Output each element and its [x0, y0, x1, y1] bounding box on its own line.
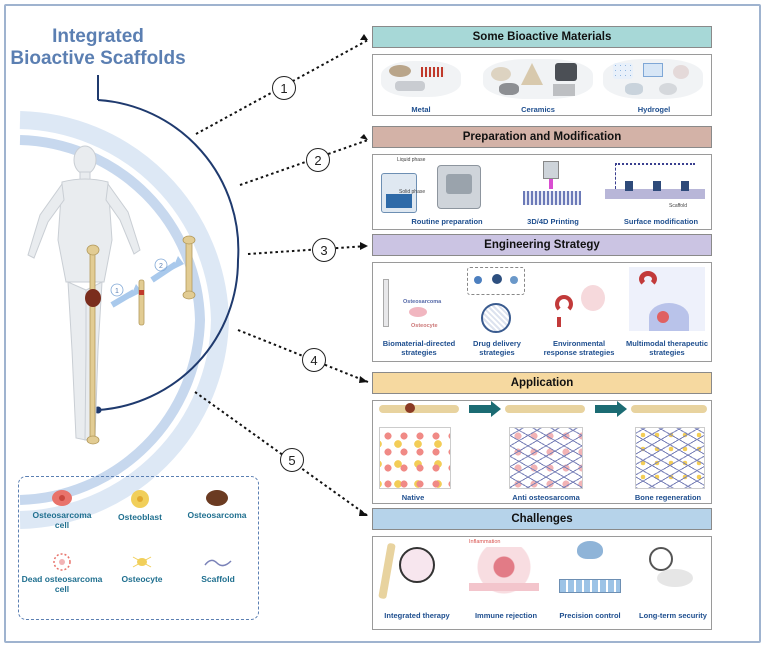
- step-circle-3: 3: [312, 238, 336, 262]
- caption-routine-preparation: Routine preparation: [411, 217, 483, 226]
- drug-box-illustration: [467, 267, 525, 295]
- surface-modification-illustration: [605, 159, 705, 207]
- ceramics-samples: [483, 59, 593, 99]
- caption-drug-delivery: Drug delivery strategies: [473, 339, 521, 357]
- legend-osteosarcoma: Osteosarcoma: [179, 489, 255, 520]
- legend-box: Osteosarcoma cell Osteoblast Osteosarcom…: [18, 476, 259, 620]
- solid-phase-label: Solid phase: [399, 189, 426, 195]
- panel-header-engineering: Engineering Strategy: [372, 234, 712, 256]
- bone-treated: [505, 405, 585, 413]
- bone-regenerated: [631, 405, 707, 413]
- main-arc: [97, 99, 240, 411]
- caption-integrated-therapy: Integrated therapy: [384, 611, 450, 620]
- scaffold-rod-illustration: [383, 279, 389, 327]
- osteosarcoma-icon: [206, 490, 228, 506]
- immune-illustration: [469, 547, 539, 597]
- human-body-figure: [27, 145, 141, 441]
- panel-body-application: Native Anti osteosarcoma Bone regenerati…: [372, 400, 712, 504]
- bone-regeneration-box: [635, 427, 705, 489]
- panel-body-preparation: Liquid phase Solid phase Scaffold Routin…: [372, 154, 712, 230]
- step-circle-4: 4: [302, 348, 326, 372]
- bone-native: [379, 405, 459, 413]
- caption-biomaterial-directed: Biomaterial-directed strategies: [382, 339, 456, 357]
- caption-environmental-response: Environmental response strategies: [543, 339, 615, 357]
- caption-multimodal-therapeutic: Multimodal therapeutic strategies: [625, 339, 709, 357]
- native-cells-box: [379, 427, 451, 489]
- inflammation-label: Inflammation: [469, 539, 501, 545]
- arrowhead-1: [491, 401, 501, 417]
- legend-dead-osteosarcoma-cell: Dead osteosarcoma cell: [19, 553, 105, 594]
- figure-frame: [4, 4, 761, 643]
- magnifier-illustration: [399, 547, 435, 583]
- scaffold-icon: [204, 559, 232, 567]
- cell-illustration: [409, 307, 427, 317]
- panel-engineering-strategy: Engineering Strategy Osteosarcoma Osteoc…: [372, 234, 712, 362]
- panel-header-materials: Some Bioactive Materials: [372, 26, 712, 48]
- legend-osteoblast: Osteoblast: [105, 489, 175, 522]
- machine-illustration: [437, 165, 481, 209]
- connector-3: [247, 245, 369, 255]
- step-circle-1: 1: [272, 76, 296, 100]
- caption-metal: Metal: [411, 105, 431, 114]
- caption-precision-control: Precision control: [559, 611, 621, 620]
- liquid-phase-label: Liquid phase: [397, 157, 426, 163]
- osteocyte-label: Osteocyte: [411, 323, 438, 329]
- caption-native: Native: [401, 493, 425, 502]
- caption-immune-rejection: Immune rejection: [474, 611, 538, 620]
- leg-bone-with-tumor: [85, 244, 101, 445]
- step-circle-5: 5: [280, 448, 304, 472]
- panel-bioactive-materials: Some Bioactive Materials Metal Ceramics …: [372, 26, 712, 116]
- multimodal-illustration: [629, 267, 705, 331]
- dead-osteosarcoma-cell-icon: [53, 553, 71, 571]
- panel-challenges: Challenges Inflammation Integrated thera…: [372, 508, 712, 630]
- arrowhead-2: [617, 401, 627, 417]
- caption-long-term-security: Long-term security: [639, 611, 707, 620]
- printer-illustration: [523, 161, 581, 207]
- osteoblast-icon: [131, 490, 149, 508]
- legend-scaffold: Scaffold: [183, 553, 253, 584]
- nanoparticle-illustration: [481, 303, 511, 333]
- panel-preparation: Preparation and Modification Liquid phas…: [372, 126, 712, 230]
- arrow-2: [595, 405, 617, 413]
- panel-body-engineering: Osteosarcoma Osteocyte Biomaterial-direc…: [372, 262, 712, 362]
- environmental-illustration: [549, 277, 609, 327]
- osteocyte-icon: [132, 556, 152, 568]
- mouse-illustration: [643, 543, 703, 593]
- step-circle-2: 2: [306, 148, 330, 172]
- caption-bone-regeneration: Bone regeneration: [634, 493, 702, 502]
- caption-surface-modification: Surface modification: [623, 217, 699, 226]
- healed-bone: [182, 235, 196, 300]
- legend-osteocyte: Osteocyte: [107, 553, 177, 584]
- arrow-1: [469, 405, 491, 413]
- panel-header-challenges: Challenges: [372, 508, 712, 530]
- treated-bone: [138, 279, 145, 326]
- osteosarcoma-label: Osteosarcoma: [403, 299, 442, 305]
- progress-arrows: [110, 256, 184, 308]
- metal-samples: [381, 61, 461, 97]
- connector-4: [237, 329, 369, 383]
- panel-header-preparation: Preparation and Modification: [372, 126, 712, 148]
- panel-body-challenges: Inflammation Integrated therapy Immune r…: [372, 536, 712, 630]
- precision-illustration: [555, 541, 625, 597]
- panel-body-materials: Metal Ceramics Hydrogel: [372, 54, 712, 116]
- outer-glow-arc: [19, 111, 230, 529]
- panel-application: Application Native Anti osteosarcoma Bon…: [372, 372, 712, 504]
- step-two-label: 2: [159, 263, 163, 270]
- connector-2: [239, 139, 369, 186]
- hydrogel-samples: [603, 59, 703, 99]
- bone-illustration: [378, 542, 396, 600]
- step-one-label: 1: [115, 288, 119, 295]
- tumor-mark: [405, 403, 415, 413]
- caption-3d4d-printing: 3D/4D Printing: [527, 217, 579, 226]
- panel-header-application: Application: [372, 372, 712, 394]
- osteosarcoma-cell-icon: [52, 490, 72, 506]
- caption-hydrogel: Hydrogel: [637, 105, 671, 114]
- legend-osteosarcoma-cell: Osteosarcoma cell: [25, 489, 99, 530]
- page-title: Integrated Bioactive Scaffolds: [10, 26, 186, 69]
- caption-anti-osteosarcoma: Anti osteosarcoma: [512, 493, 580, 502]
- anti-osteosarcoma-box: [509, 427, 583, 489]
- beaker-illustration: [381, 173, 417, 213]
- caption-ceramics: Ceramics: [521, 105, 555, 114]
- scaffold-label: Scaffold: [669, 203, 687, 209]
